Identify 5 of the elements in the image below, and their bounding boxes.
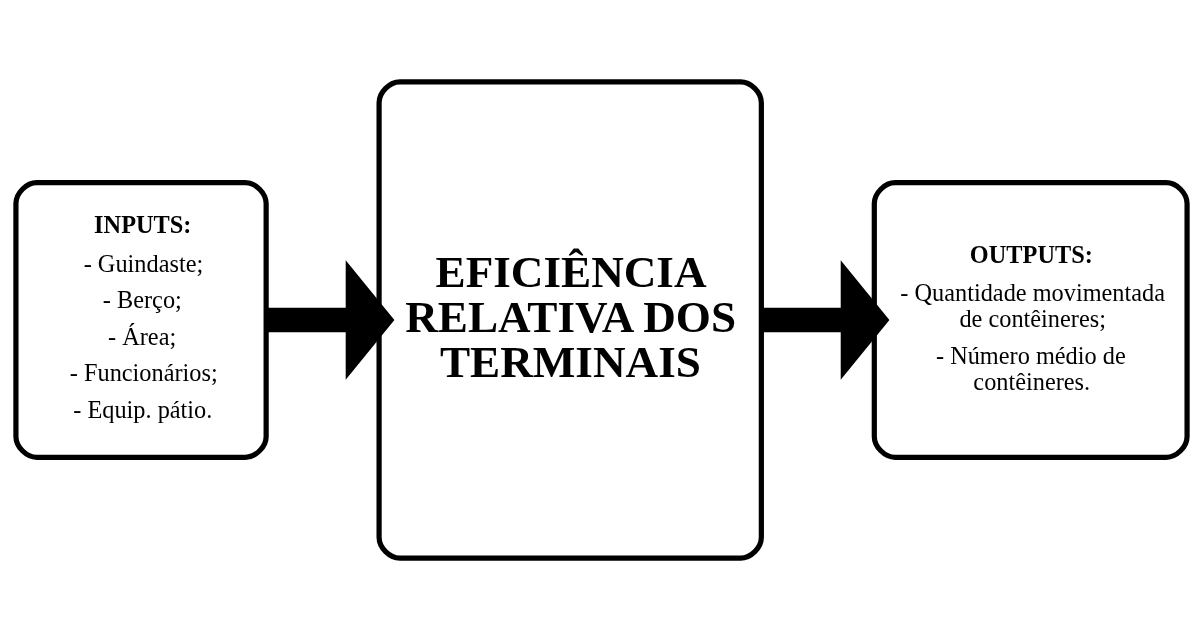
arrow [761,259,890,380]
node-box: OUTPUTS: - Quantidade movimentada de contêineres; - Número médio de contêineres. [871,179,1190,460]
node-box: EFICIÊNCIA RELATIVA DOS TERMINAIS [376,78,764,561]
arrow [266,259,395,380]
node-box: INPUTS: - Guindaste; - Berço; - Área; - Funcionários; - Equip. pátio. [13,179,269,460]
